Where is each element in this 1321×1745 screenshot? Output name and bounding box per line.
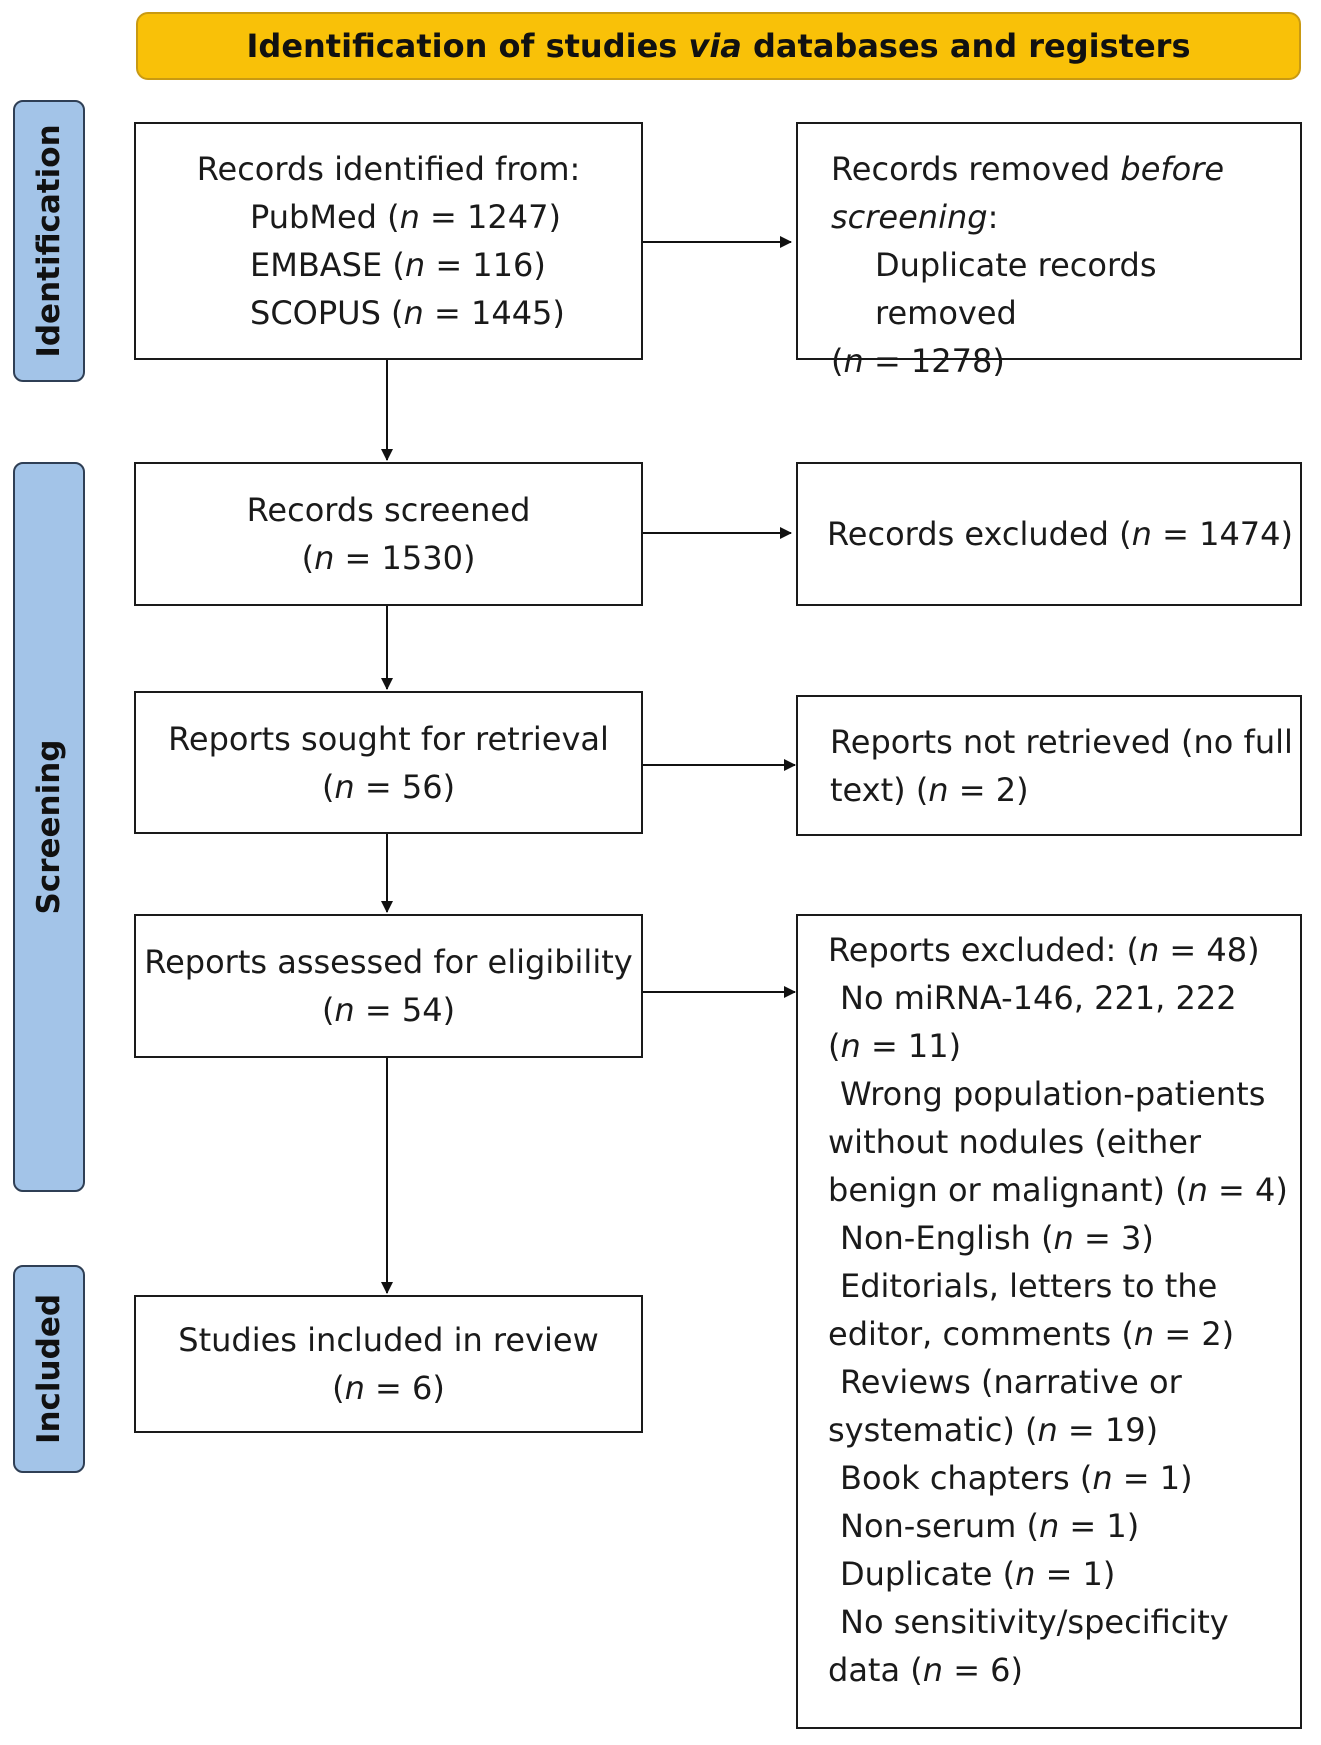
screened-line1: Records screened	[246, 491, 531, 529]
reason-line: (n = 11)	[828, 1027, 962, 1065]
banner-text: Identification of studies via databases …	[246, 27, 1191, 65]
screened-line2: (n = 1530)	[301, 539, 476, 577]
reason-line: No sensitivity/specificity	[840, 1603, 1229, 1641]
phase-label-included: Included	[31, 1293, 67, 1445]
reason-line: Reviews (narrative or	[840, 1363, 1182, 1401]
identified-heading: Records identified from:	[196, 150, 581, 188]
reason-line: without nodules (either	[828, 1123, 1202, 1161]
phase-screening: Screening	[13, 462, 85, 1192]
box-reports-assessed: Reports assessed for eligibility (n = 54…	[134, 914, 643, 1058]
reason-line: No miRNA-146, 221, 222	[840, 979, 1237, 1017]
removed-line1: Records removed before	[831, 150, 1225, 188]
reason-line: Non-serum (n = 1)	[840, 1507, 1140, 1545]
phase-label-screening: Screening	[31, 739, 67, 915]
identified-embase: EMBASE (n = 116)	[250, 246, 546, 284]
phase-included: Included	[13, 1265, 85, 1473]
identified-scopus: SCOPUS (n = 1445)	[250, 294, 565, 332]
box-records-removed: Records removed before screening: Duplic…	[796, 122, 1302, 380]
assessed-line1: Reports assessed for eligibility	[144, 943, 633, 981]
not-retrieved-line2: text) (n = 2)	[830, 770, 1029, 809]
phase-identification: Identification	[13, 100, 85, 382]
reason-line: Non-English (n = 3)	[840, 1219, 1154, 1257]
excluded-text: Records excluded (n = 1474)	[827, 515, 1293, 553]
box-reports-sought: Reports sought for retrieval (n = 56)	[134, 691, 643, 834]
box-records-excluded: Records excluded (n = 1474)	[796, 462, 1302, 606]
reason-line: Duplicate (n = 1)	[840, 1555, 1116, 1593]
phase-label-identification: Identification	[31, 124, 67, 358]
reason-line: systematic) (n = 19)	[828, 1411, 1159, 1449]
identified-pubmed: PubMed (n = 1247)	[250, 198, 561, 236]
sought-line2: (n = 56)	[321, 767, 456, 806]
removed-line4: (n = 1278)	[831, 342, 1005, 380]
sought-line1: Reports sought for retrieval	[168, 719, 609, 758]
box-studies-included: Studies included in review (n = 6)	[134, 1295, 643, 1433]
reason-line: editor, comments (n = 2)	[828, 1315, 1235, 1353]
box-reports-excluded: Reports excluded: (n = 48) No miRNA-146,…	[796, 914, 1302, 1729]
reason-line: data (n = 6)	[828, 1651, 1024, 1689]
removed-line2: screening:	[831, 198, 999, 236]
included-line1: Studies included in review	[178, 1321, 599, 1359]
removed-line3: Duplicate records removed	[875, 246, 1157, 332]
not-retrieved-line1: Reports not retrieved (no full	[830, 722, 1293, 761]
reason-line: benign or malignant) (n = 4)	[828, 1171, 1288, 1209]
assessed-line2: (n = 54)	[321, 991, 456, 1029]
box-records-identified: Records identified from: PubMed (n = 124…	[134, 122, 643, 360]
box-reports-not-retrieved: Reports not retrieved (no full text) (n …	[796, 695, 1302, 836]
reports-excluded-heading: Reports excluded: (n = 48)	[828, 931, 1260, 969]
box-records-screened: Records screened (n = 1530)	[134, 462, 643, 606]
included-line2: (n = 6)	[332, 1369, 445, 1407]
reason-line: Book chapters (n = 1)	[840, 1459, 1193, 1497]
reason-line: Wrong population-patients	[840, 1075, 1266, 1113]
header-banner: Identification of studies via databases …	[136, 12, 1301, 80]
reason-line: Editorials, letters to the	[840, 1267, 1218, 1305]
